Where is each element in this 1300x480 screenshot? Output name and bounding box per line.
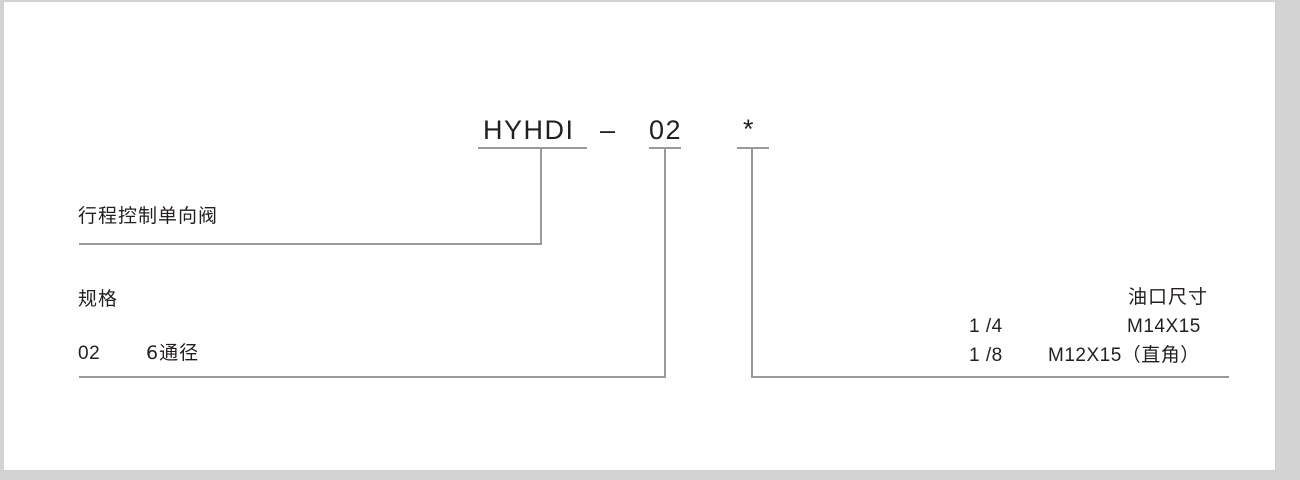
specification-description: 6通径	[146, 342, 200, 364]
port-size-row-code: 1 /8	[969, 345, 1003, 366]
port-size-row-thread: M14X15	[1127, 316, 1201, 337]
port-size-heading: 油口尺寸	[1128, 286, 1209, 308]
prefix-underline	[478, 147, 587, 149]
port-size-leader-horizontal	[751, 376, 1229, 378]
port-size-row-code: 1 /4	[969, 316, 1003, 337]
option-underline	[737, 147, 769, 149]
model-code-prefix: HYHDI	[483, 115, 575, 145]
product-label: 行程控制单向阀	[78, 205, 219, 227]
diagram-sheet: HYHDI – 02 * 行程控制单向阀 规格 02 6通径 油口尺寸 1 /4…	[4, 2, 1276, 471]
model-code-size: 02	[649, 115, 683, 145]
specification-leader-horizontal	[79, 376, 666, 378]
product-leader-horizontal	[79, 243, 542, 245]
specification-code: 02	[78, 343, 101, 364]
model-code-separator: –	[600, 115, 616, 145]
specification-leader-vertical	[664, 147, 666, 377]
product-leader-vertical	[540, 147, 542, 245]
model-code-option: *	[743, 114, 754, 144]
specification-heading: 规格	[78, 288, 119, 310]
port-size-row-thread: M12X15（直角）	[1048, 345, 1200, 366]
port-size-leader-vertical	[751, 147, 753, 377]
